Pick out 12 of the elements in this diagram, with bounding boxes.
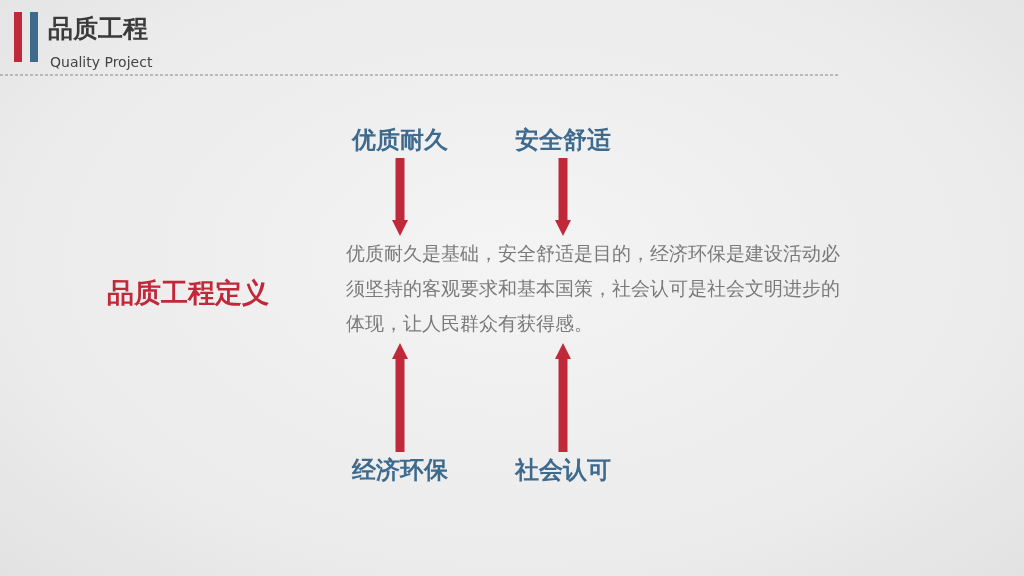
title: 品质工程 (48, 13, 148, 45)
heading: 品质工程定义 (106, 276, 270, 310)
keyword-heading: 经济环保 (350, 455, 449, 486)
arrow (392, 343, 408, 452)
keyword-heading: 优质耐久 (350, 125, 449, 156)
keyword-heading: 安全舒适 (514, 125, 612, 156)
arrow (555, 343, 571, 452)
definition-text: 优质耐久是基础，安全舒适是目的，经济环保是建设活动必须坚持的客观要求和基本国策，社会认可是社会文明进步的体现，让人民群众有获得感。 (346, 241, 841, 336)
arrow (555, 158, 571, 236)
arrow (392, 158, 408, 236)
subtitle: Quality Project (50, 53, 153, 72)
keyword-heading: 社会认可 (513, 455, 612, 486)
